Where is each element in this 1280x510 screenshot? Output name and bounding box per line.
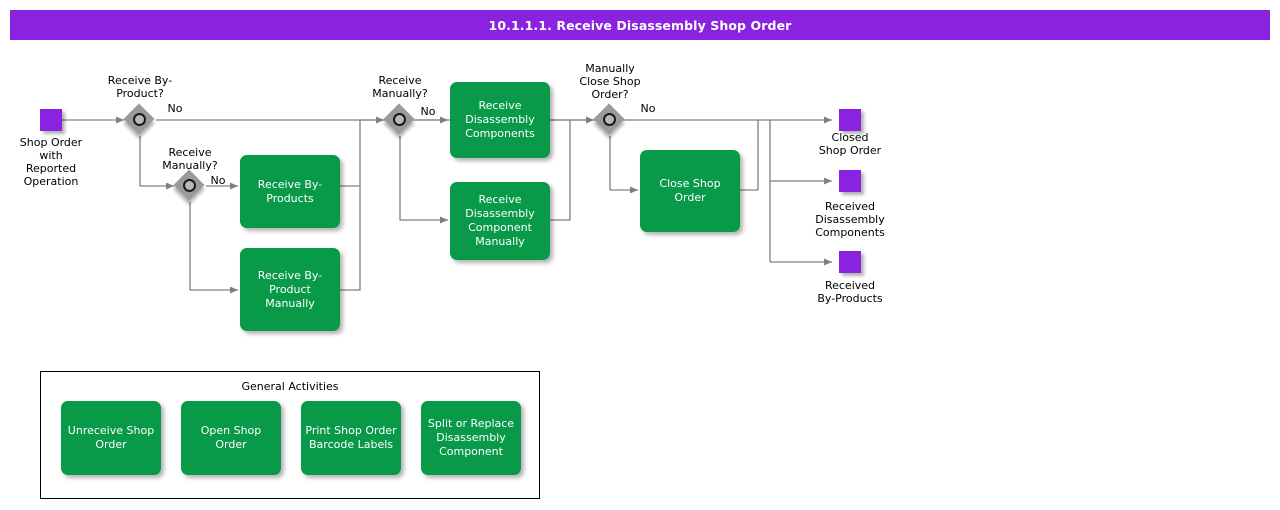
task-receive-by-products[interactable]: Receive By- Products xyxy=(240,155,340,228)
task-receive-by-product-manually[interactable]: Receive By- Product Manually xyxy=(240,248,340,331)
end-event-received-disassembly-components[interactable] xyxy=(839,170,861,192)
gateway-receive-manually-byproduct-label: Receive Manually? xyxy=(162,146,218,172)
general-activities-title: General Activities xyxy=(241,380,339,393)
start-event[interactable] xyxy=(40,109,62,131)
end-event-received-by-products[interactable] xyxy=(839,251,861,273)
task-receive-disassembly-component-manually[interactable]: Receive Disassembly Component Manually xyxy=(450,182,550,260)
task-open-shop-order[interactable]: Open Shop Order xyxy=(181,401,281,475)
flow-label-no-receive-manually-byproduct: No xyxy=(210,174,226,187)
start-event-label: Shop Order with Reported Operation xyxy=(19,136,83,188)
flow-label-no-receive-by-product: No xyxy=(167,102,183,115)
page-title: 10.1.1.1. Receive Disassembly Shop Order xyxy=(10,10,1270,40)
gateway-manually-close-shop-order[interactable] xyxy=(593,103,625,135)
gateway-manually-close-shop-order-label: Manually Close Shop Order? xyxy=(579,62,641,101)
gateway-ring-icon xyxy=(183,179,196,192)
general-activities-group: General Activities Unreceive Shop Order … xyxy=(40,371,540,499)
gateway-ring-icon xyxy=(393,113,406,126)
task-print-shop-order-barcode-labels[interactable]: Print Shop Order Barcode Labels xyxy=(301,401,401,475)
end-event-received-by-products-label: Received By-Products xyxy=(817,279,883,305)
flow-label-no-manually-close-shop-order: No xyxy=(640,102,656,115)
end-event-received-disassembly-components-label: Received Disassembly Components xyxy=(815,200,885,239)
gateway-receive-manually-byproduct[interactable] xyxy=(173,169,205,201)
gateway-receive-manually-components-label: Receive Manually? xyxy=(372,74,428,100)
task-receive-disassembly-components[interactable]: Receive Disassembly Components xyxy=(450,82,550,158)
end-event-closed-shop-order[interactable] xyxy=(839,109,861,131)
gateway-ring-icon xyxy=(603,113,616,126)
gateway-receive-by-product[interactable] xyxy=(123,103,155,135)
task-split-or-replace-disassembly-component[interactable]: Split or Replace Disassembly Component xyxy=(421,401,521,475)
gateway-ring-icon xyxy=(133,113,146,126)
task-unreceive-shop-order[interactable]: Unreceive Shop Order xyxy=(61,401,161,475)
gateway-receive-manually-components[interactable] xyxy=(383,103,415,135)
task-close-shop-order[interactable]: Close Shop Order xyxy=(640,150,740,232)
flow-label-no-receive-manually-components: No xyxy=(420,105,436,118)
end-event-closed-shop-order-label: Closed Shop Order xyxy=(818,131,882,157)
gateway-receive-by-product-label: Receive By- Product? xyxy=(107,74,173,100)
